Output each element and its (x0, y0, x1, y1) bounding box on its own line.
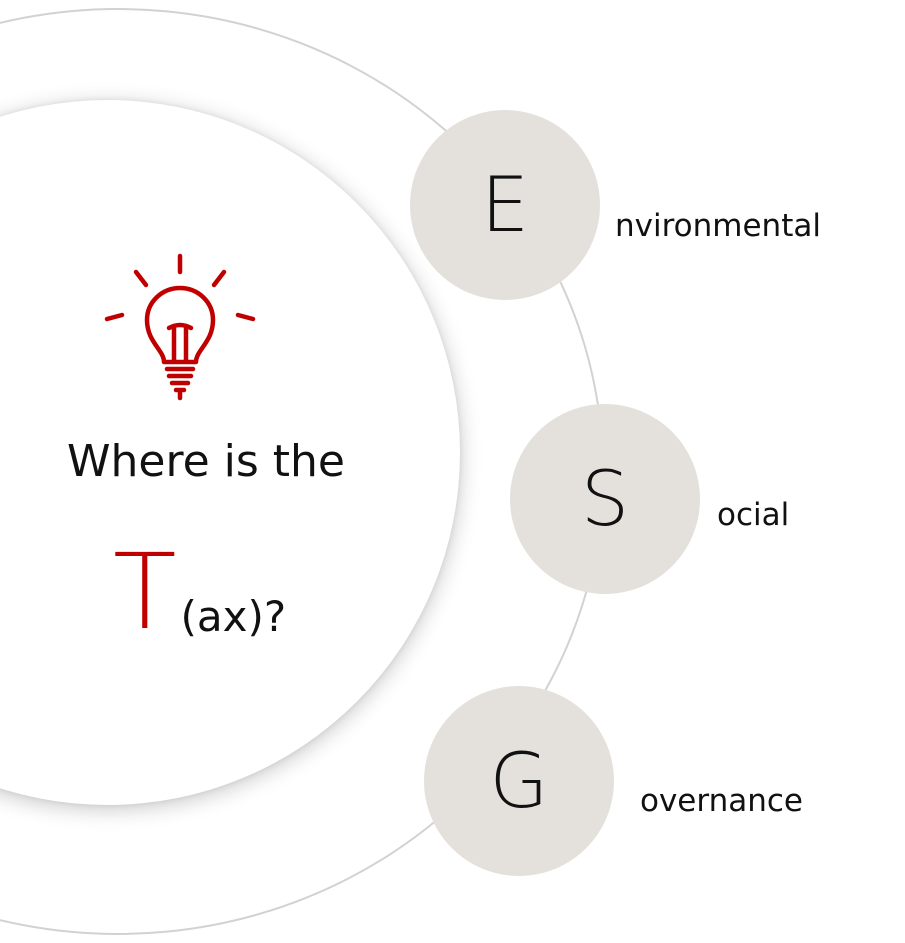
pillar-g-word: overnance (640, 783, 803, 819)
pillar-e-circle: E (410, 110, 600, 300)
pillar-s-letter: S (580, 454, 630, 543)
lightbulb-icon (104, 253, 256, 401)
pillar-g-letter: G (489, 736, 549, 825)
question-t-line: T (ax)? (113, 540, 286, 644)
pillar-s-word: ocial (717, 497, 790, 533)
pillar-g-circle: G (424, 686, 614, 876)
question-text: Where is the (67, 436, 345, 487)
pillar-s-circle: S (510, 404, 700, 594)
big-t-letter: T (113, 531, 177, 653)
pillar-e-letter: E (480, 160, 530, 249)
pillar-e-word: nvironmental (615, 208, 821, 244)
t-suffix: (ax)? (180, 592, 287, 641)
